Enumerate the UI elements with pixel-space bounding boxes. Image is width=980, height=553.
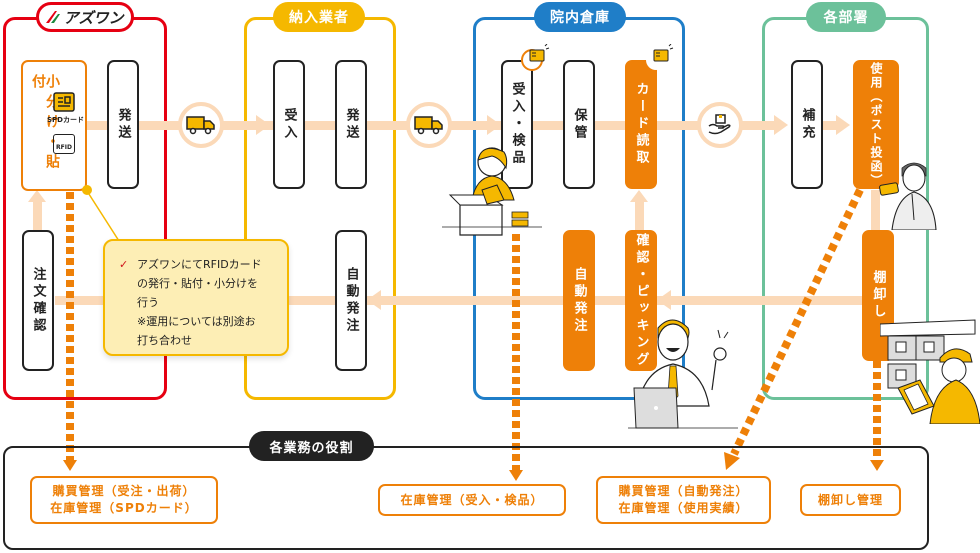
- staff-ok-laptop-illustration: [628, 319, 738, 429]
- flow-up-warehouse: [635, 200, 644, 232]
- spd-card-label: SPDカード: [47, 116, 84, 124]
- staff-holding-card-illustration: [879, 162, 937, 230]
- handover-circle: [697, 102, 743, 148]
- role-box-warehouse: 在庫管理（受入・検品）: [378, 484, 566, 516]
- step-confirm-picking: 確認・ピッキング: [625, 230, 657, 371]
- arrow-right: [774, 115, 788, 135]
- roles-section: [3, 446, 929, 550]
- dashed-line-warehouse: [512, 234, 520, 470]
- dashed-arrow-down: [870, 460, 884, 471]
- step-order-check: 注文確認: [22, 230, 54, 371]
- step-card-read: カード読取: [625, 60, 657, 189]
- lane-tag-dept: 各部署: [806, 2, 886, 32]
- hand-package-icon: [708, 114, 731, 135]
- flow-down-dept: [871, 190, 880, 232]
- role-box-azwan: 購買管理（受注・出荷） 在庫管理（SPDカード）: [30, 476, 218, 524]
- step-replenish: 補充: [791, 60, 823, 189]
- step-vendor-ship: 発送: [335, 60, 367, 189]
- azwan-logo: アズワン: [46, 7, 124, 28]
- dashed-line-inventory: [873, 361, 881, 461]
- callout-connector: [86, 190, 120, 242]
- delivery-truck-circle: [406, 102, 452, 148]
- inventory-worker-illustration: [880, 319, 980, 424]
- azwan-logo-icon: [46, 11, 61, 23]
- step-vendor-receive: 受入: [273, 60, 305, 189]
- dashed-arrow-down: [509, 470, 523, 481]
- arrow-left: [657, 290, 671, 310]
- delivery-truck-circle: [178, 102, 224, 148]
- arrow-right: [256, 115, 270, 135]
- arrow-up: [28, 190, 46, 202]
- rfid-icon: RFID: [53, 134, 75, 154]
- arrow-right: [487, 115, 501, 135]
- step-azwan-ship: 発送: [107, 60, 139, 189]
- spd-card-badge-icon: [521, 44, 550, 71]
- lane-tag-azwan: アズワン: [36, 2, 134, 32]
- arrow-right: [836, 115, 850, 135]
- truck-icon: [186, 116, 215, 135]
- role-box-inventory: 棚卸し管理: [800, 484, 901, 516]
- worker-unpacking-illustration: [442, 147, 542, 236]
- step-use-post: 使用（ポスト投函）: [853, 60, 899, 189]
- flow-line-dept: [737, 121, 777, 130]
- arrow-up: [630, 190, 648, 202]
- roles-title: 各業務の役割: [249, 431, 374, 461]
- dashed-arrow-down: [63, 460, 77, 471]
- lane-tag-warehouse: 院内倉庫: [534, 2, 626, 32]
- step-wh-auto-order: 自動発注: [563, 230, 595, 371]
- check-icon: ✓: [119, 258, 129, 271]
- arrow-left: [367, 290, 381, 310]
- spd-card-badge-icon: [646, 44, 674, 70]
- dashed-line-azwan: [66, 192, 74, 460]
- step-subdivide-attach: 小分け・貼付 SPDカード RFID: [21, 60, 87, 191]
- callout-note: ✓ アズワンにてRFIDカード の発行・貼付・小分けを 行う ※運用については別…: [103, 239, 289, 356]
- lane-tag-vendor: 納入業者: [273, 2, 365, 32]
- flow-line-dept-inner: [820, 121, 840, 130]
- step-storage: 保管: [563, 60, 595, 189]
- role-box-dept-use: 購買管理（自動発注） 在庫管理（使用実績）: [596, 476, 771, 524]
- step-vendor-auto-order: 自動発注: [335, 230, 367, 371]
- flow-up-azwan: [33, 200, 42, 232]
- spd-card-icon: [53, 92, 75, 112]
- truck-icon: [414, 116, 443, 135]
- callout-anchor-dot: [82, 185, 92, 195]
- flow-line-bottom: [55, 296, 865, 305]
- dashed-diagonal-line: [724, 188, 864, 470]
